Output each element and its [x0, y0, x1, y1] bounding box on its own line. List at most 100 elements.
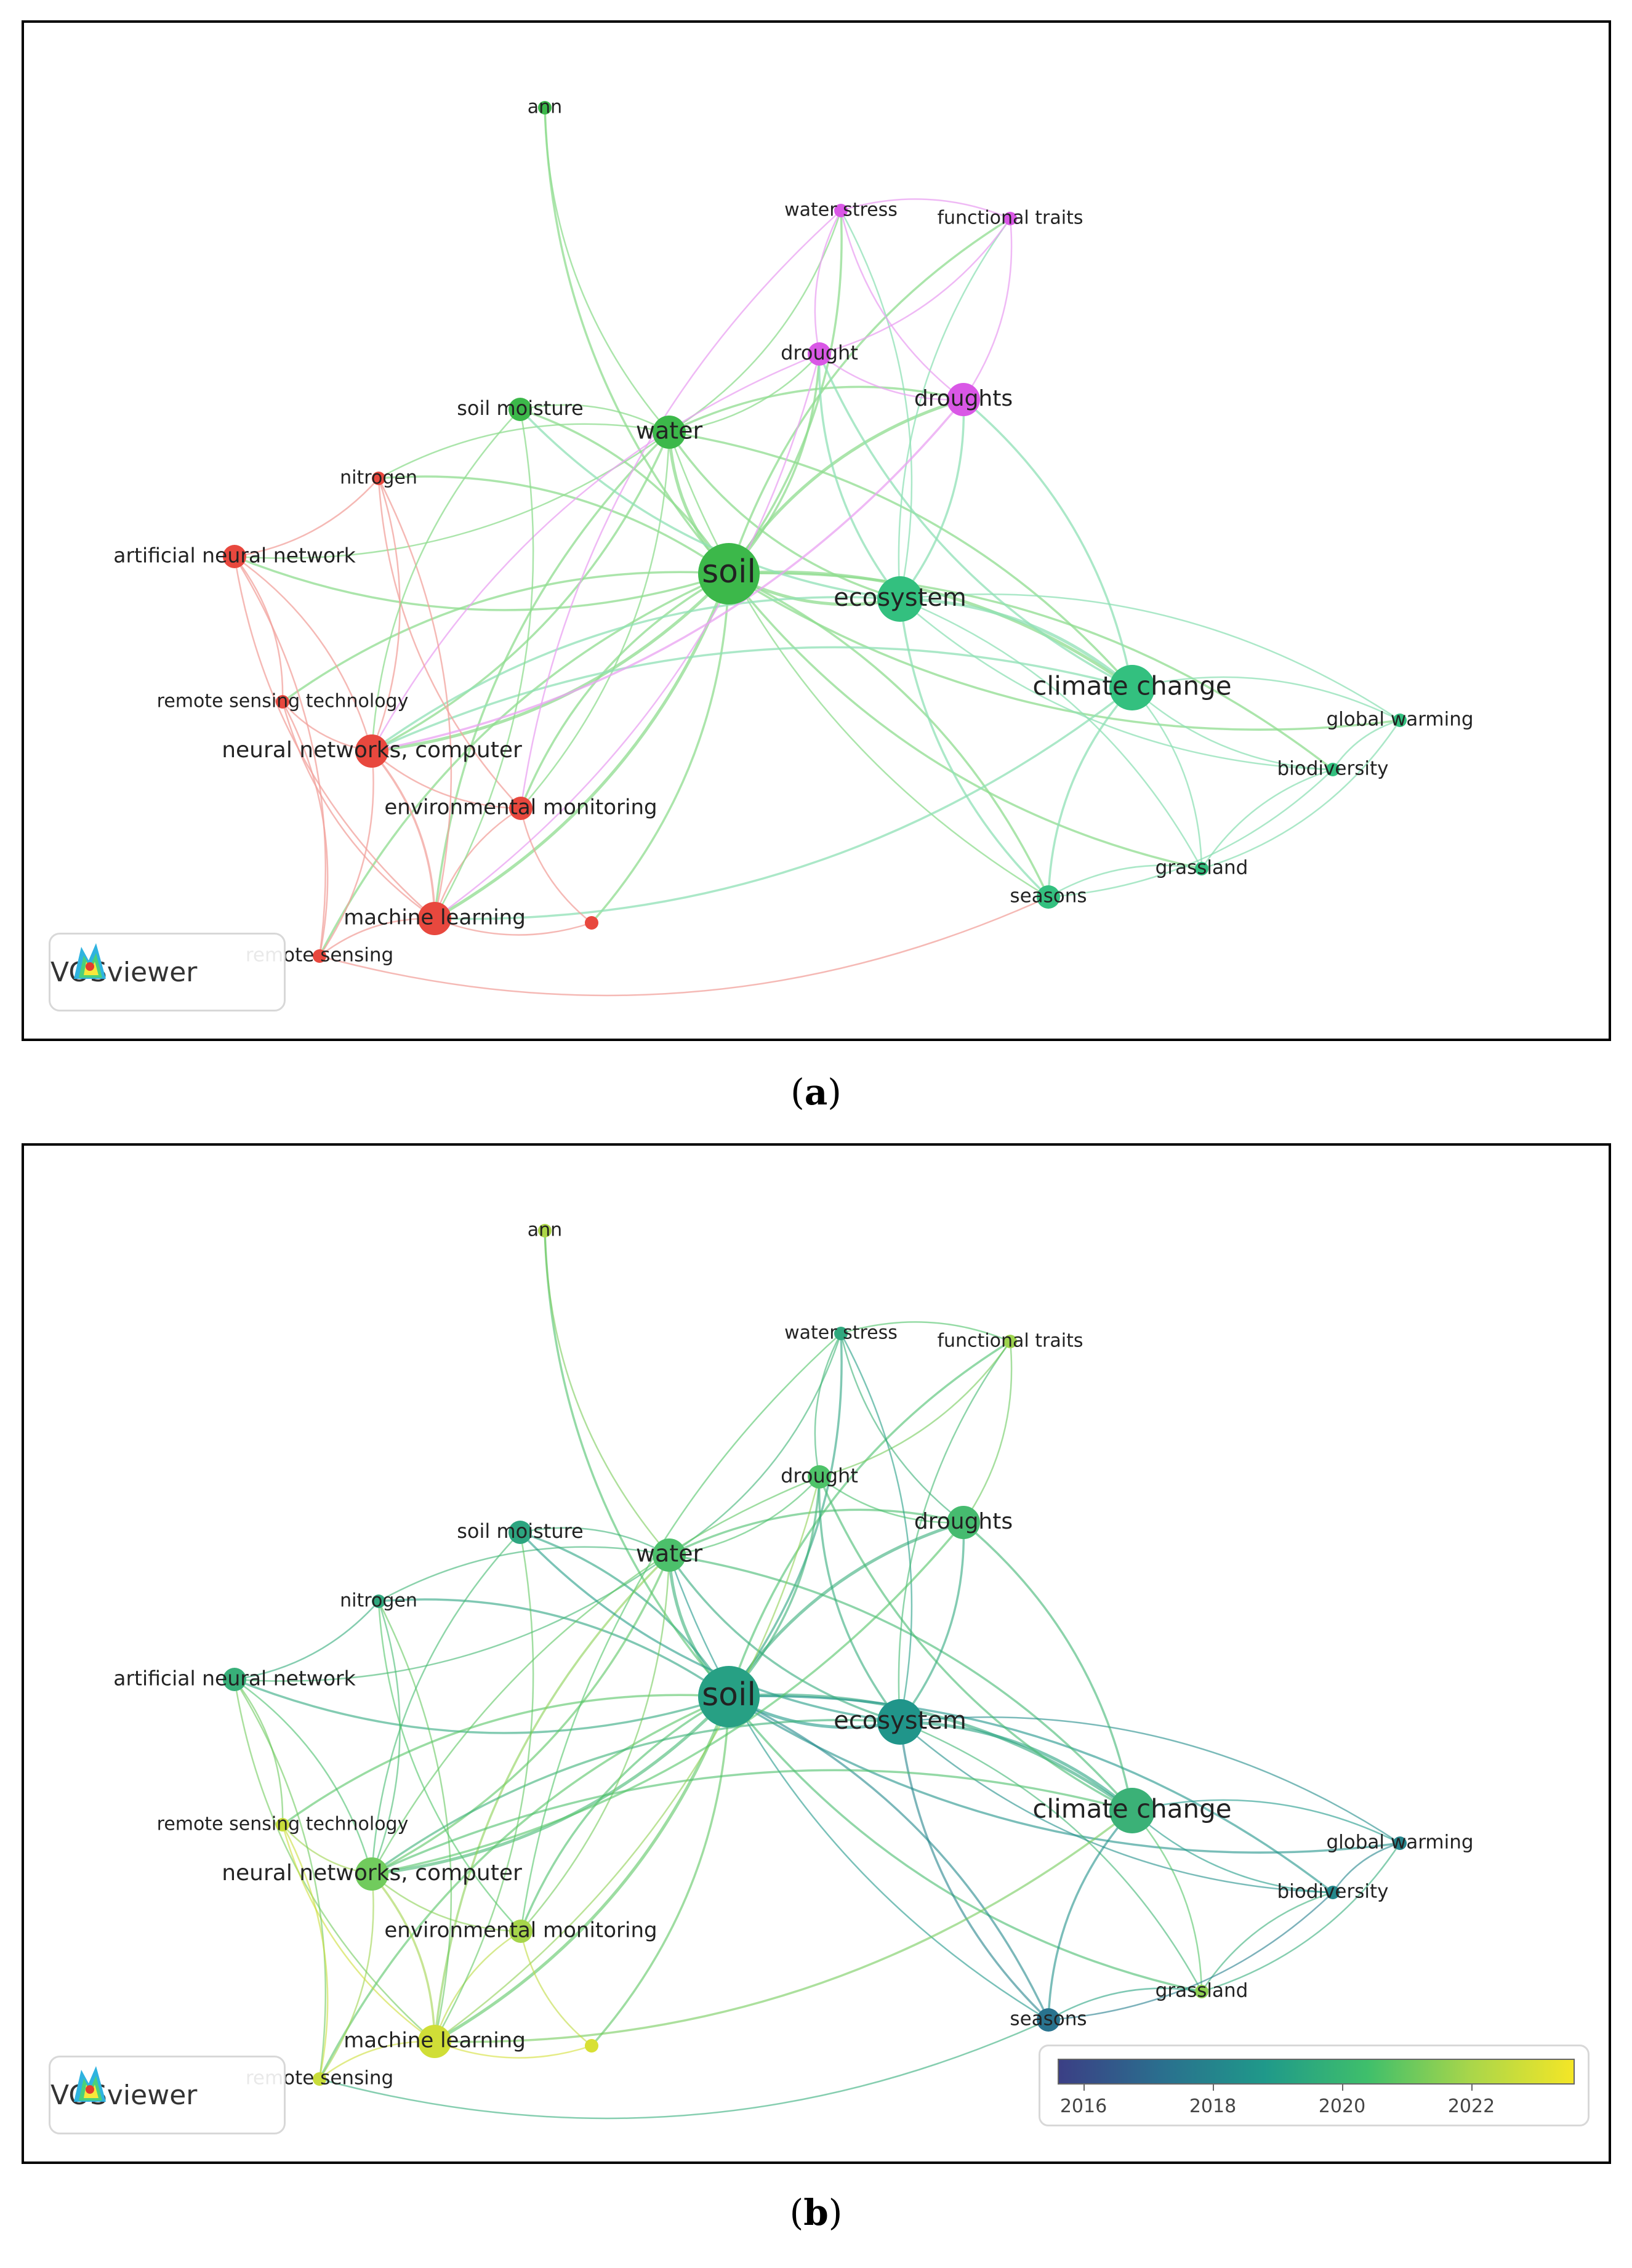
edge-environmental-monitoring-nitrogen — [377, 1601, 521, 1932]
node-grassland[interactable] — [1195, 862, 1208, 875]
node-soil-moisture[interactable] — [508, 398, 532, 421]
node-global-warming[interactable] — [1393, 714, 1407, 727]
node-unlabeled-red[interactable] — [585, 916, 598, 930]
edge-artificial-neural-network-nitrogen — [234, 478, 379, 558]
edge-climate-change-biodiversity — [1132, 687, 1333, 771]
node-nitrogen[interactable] — [372, 1594, 385, 1608]
edge-remote-sensing-seasons — [319, 896, 1049, 997]
node-water[interactable] — [653, 1538, 686, 1572]
edge-water-ann — [544, 1230, 670, 1556]
edge-soil-droughts — [727, 1521, 964, 1698]
node-water-stress[interactable] — [834, 204, 848, 217]
node-water[interactable] — [653, 416, 686, 449]
node-remote-sensing[interactable] — [313, 949, 326, 963]
edge-water-stress-functional-traits — [840, 1321, 1011, 1343]
edge-machine-learning-artificial-neural-network — [233, 556, 435, 919]
node-label-soil-moisture: soil moisture — [457, 1519, 583, 1543]
node-seasons[interactable] — [1037, 2008, 1060, 2032]
node-drought[interactable] — [808, 342, 831, 366]
node-drought[interactable] — [808, 1465, 831, 1489]
edge-soil-grassland — [728, 1695, 1202, 1993]
edge-environmental-monitoring-unlabeled-red — [520, 808, 592, 923]
edge-machine-learning-unlabeled-red — [434, 917, 592, 936]
node-label-ann: ann — [528, 1220, 562, 1241]
edge-soil-remote-sensing — [318, 573, 730, 957]
node-artificial-neural-network[interactable] — [223, 1668, 246, 1691]
node-ecosystem[interactable] — [877, 1699, 923, 1745]
node-label-neural-networks-computer: neural networks, computer — [222, 738, 522, 763]
edge-soil-drought — [728, 353, 821, 575]
node-climate-change[interactable] — [1109, 665, 1155, 710]
node-remote-sensing-technology[interactable] — [276, 695, 289, 709]
edge-water-droughts — [669, 1508, 964, 1556]
node-functional-traits[interactable] — [1003, 1335, 1017, 1348]
node-water-stress[interactable] — [834, 1327, 848, 1340]
edge-soil-moisture-machine-learning — [433, 1532, 534, 2042]
node-label-water: water — [636, 1540, 703, 1567]
node-biodiversity[interactable] — [1326, 1886, 1340, 1899]
edge-machine-learning-artificial-neural-network — [233, 1679, 435, 2042]
node-droughts[interactable] — [947, 1506, 980, 1539]
node-artificial-neural-network[interactable] — [223, 545, 246, 568]
edge-soil-grassland — [728, 573, 1202, 870]
vosviewer-badge: VOSviewer — [49, 2056, 286, 2134]
edge-climate-change-drought — [818, 353, 1133, 689]
node-droughts[interactable] — [947, 383, 980, 416]
node-machine-learning[interactable] — [418, 902, 451, 935]
edges-layer — [233, 107, 1401, 997]
edge-climate-change-drought — [818, 1476, 1133, 1812]
node-label-biodiversity: biodiversity — [1277, 758, 1389, 780]
edge-ecosystem-water-stress — [840, 210, 913, 600]
edge-soil-ann — [544, 1230, 730, 1698]
colorbar-tick — [1471, 2085, 1473, 2091]
node-neural-networks-computer[interactable] — [355, 1857, 388, 1891]
node-environmental-monitoring[interactable] — [509, 1920, 533, 1943]
edge-soil-artificial-neural-network — [234, 1678, 730, 1734]
node-label-machine-learning: machine learning — [344, 2029, 526, 2053]
edge-ecosystem-neural-networks-computer — [371, 596, 901, 752]
edge-climate-change-grassland — [1132, 687, 1203, 869]
node-remote-sensing[interactable] — [313, 2072, 326, 2086]
node-biodiversity[interactable] — [1326, 763, 1340, 776]
edge-global-warming-grassland — [1201, 1843, 1401, 1993]
node-environmental-monitoring[interactable] — [509, 797, 533, 820]
edge-climate-change-global-warming — [1132, 676, 1401, 722]
edge-soil-biodiversity — [728, 1695, 1334, 1894]
node-ann[interactable] — [538, 1224, 552, 1237]
edge-drought-machine-learning — [434, 353, 821, 920]
edge-droughts-neural-networks-computer — [371, 1521, 965, 1875]
node-ecosystem[interactable] — [877, 576, 923, 622]
node-unlabeled-red[interactable] — [585, 2039, 598, 2053]
edge-global-warming-grassland — [1201, 720, 1401, 870]
node-neural-networks-computer[interactable] — [355, 734, 388, 768]
edge-water-stress-environmental-monitoring — [520, 210, 842, 809]
node-label-soil: soil — [702, 553, 756, 590]
edge-climate-change-neural-networks-computer — [371, 646, 1133, 752]
edge-machine-learning-remote-sensing-technology — [281, 701, 435, 920]
node-nitrogen[interactable] — [372, 472, 385, 485]
node-machine-learning[interactable] — [418, 2025, 451, 2058]
node-remote-sensing-technology[interactable] — [276, 1818, 289, 1832]
node-seasons[interactable] — [1037, 885, 1060, 909]
edge-neural-networks-computer-nitrogen — [371, 1601, 401, 1875]
node-ann[interactable] — [538, 101, 552, 115]
node-global-warming[interactable] — [1393, 1836, 1407, 1850]
node-label-droughts: droughts — [914, 386, 1013, 411]
node-soil-moisture[interactable] — [508, 1521, 532, 1544]
node-soil[interactable] — [698, 1666, 760, 1727]
node-grassland[interactable] — [1195, 1985, 1208, 1998]
node-label-grassland: grassland — [1156, 857, 1248, 879]
node-functional-traits[interactable] — [1003, 212, 1017, 225]
edge-ecosystem-water-stress — [840, 1333, 913, 1723]
node-soil[interactable] — [698, 543, 760, 605]
edge-climate-change-droughts — [962, 398, 1133, 688]
node-label-artificial-neural-network: artificial neural network — [113, 1667, 356, 1691]
edge-soil-soil-moisture — [520, 1531, 730, 1697]
edge-soil-seasons — [728, 573, 1050, 898]
node-climate-change[interactable] — [1109, 1788, 1155, 1833]
edge-ecosystem-drought — [818, 353, 901, 600]
